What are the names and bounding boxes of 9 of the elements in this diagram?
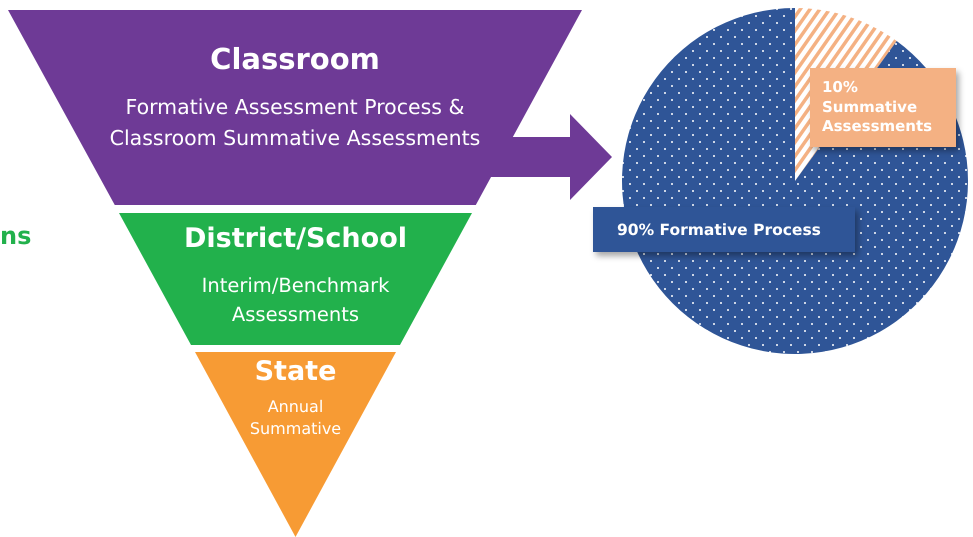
slice-label: 10% Summative Assessments: [810, 68, 956, 146]
slice-label: 90% Formative Process: [593, 207, 855, 252]
partial-text: ns: [0, 222, 32, 250]
section-description: Annual Summative: [248, 396, 342, 440]
section-heading: District/School: [182, 223, 408, 256]
section-description: Formative Assessment Process & Classroom Summative Assessments: [108, 94, 482, 152]
section-description: Interim/Benchmark Assessments: [200, 273, 390, 328]
section-heading: State: [254, 356, 338, 388]
section-heading: Classroom: [209, 42, 381, 77]
